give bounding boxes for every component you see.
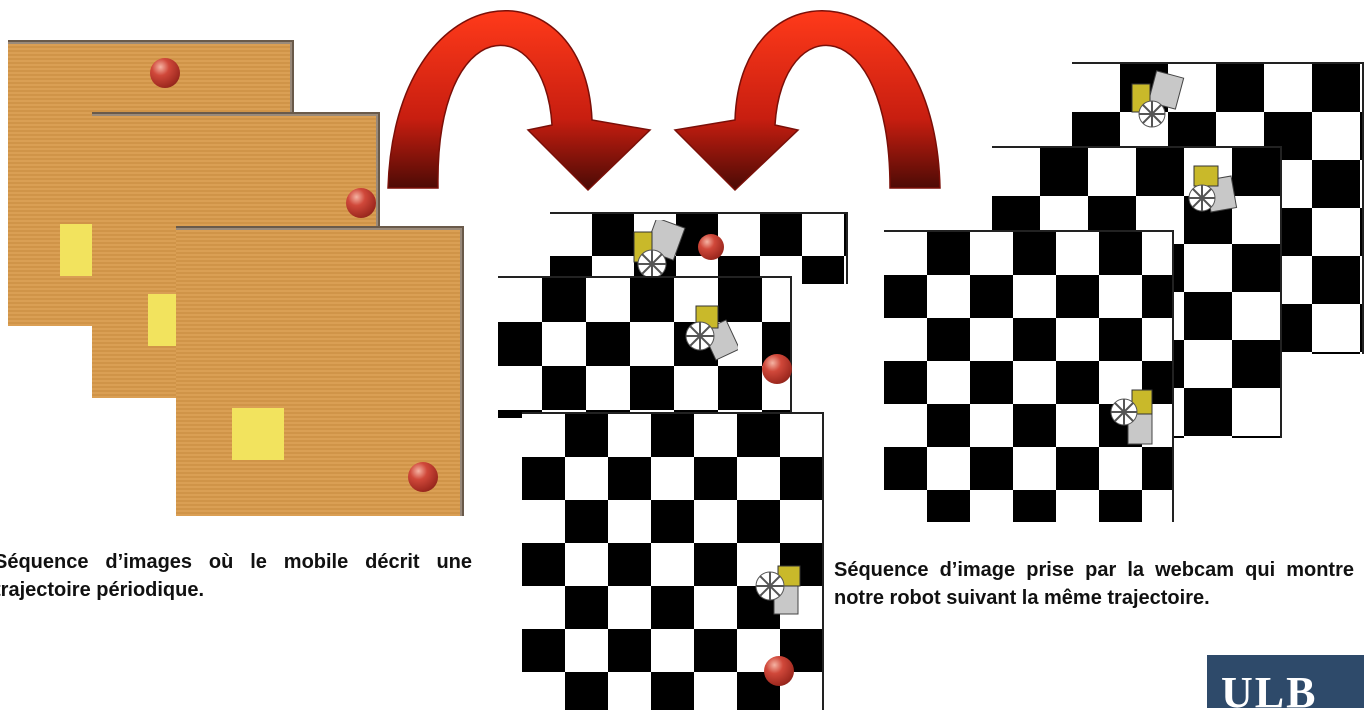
robot-icon xyxy=(680,302,738,364)
arrow-left-to-center xyxy=(388,11,650,190)
yellow-square xyxy=(148,294,178,346)
caption-right: Séquence d’image prise par la webcam qui… xyxy=(834,556,1354,612)
robot-icon xyxy=(1106,386,1164,448)
yellow-square xyxy=(232,408,284,460)
robot-icon xyxy=(752,562,810,624)
yellow-square xyxy=(60,224,96,276)
robot-icon xyxy=(1182,162,1240,224)
caption-left: Séquence d’images où le mobile décrit un… xyxy=(0,548,472,604)
arrow-right-to-center xyxy=(675,11,940,190)
overlay-frame-3 xyxy=(522,412,824,710)
overlay-frame-2 xyxy=(498,276,792,418)
mobile-ball xyxy=(346,188,376,218)
ulb-logo: ULB xyxy=(1207,655,1364,708)
robot-icon xyxy=(630,220,688,282)
mobile-ball xyxy=(764,656,794,686)
mobile-ball xyxy=(762,354,792,384)
overlay-frame-1 xyxy=(550,212,848,284)
mobile-ball xyxy=(698,234,724,260)
webcam-frame-3 xyxy=(884,230,1174,522)
logo-text: ULB xyxy=(1221,667,1317,708)
robot-icon xyxy=(1128,70,1186,132)
mobile-ball xyxy=(150,58,180,88)
trajectory-frame-3 xyxy=(176,226,464,516)
mobile-ball xyxy=(408,462,438,492)
